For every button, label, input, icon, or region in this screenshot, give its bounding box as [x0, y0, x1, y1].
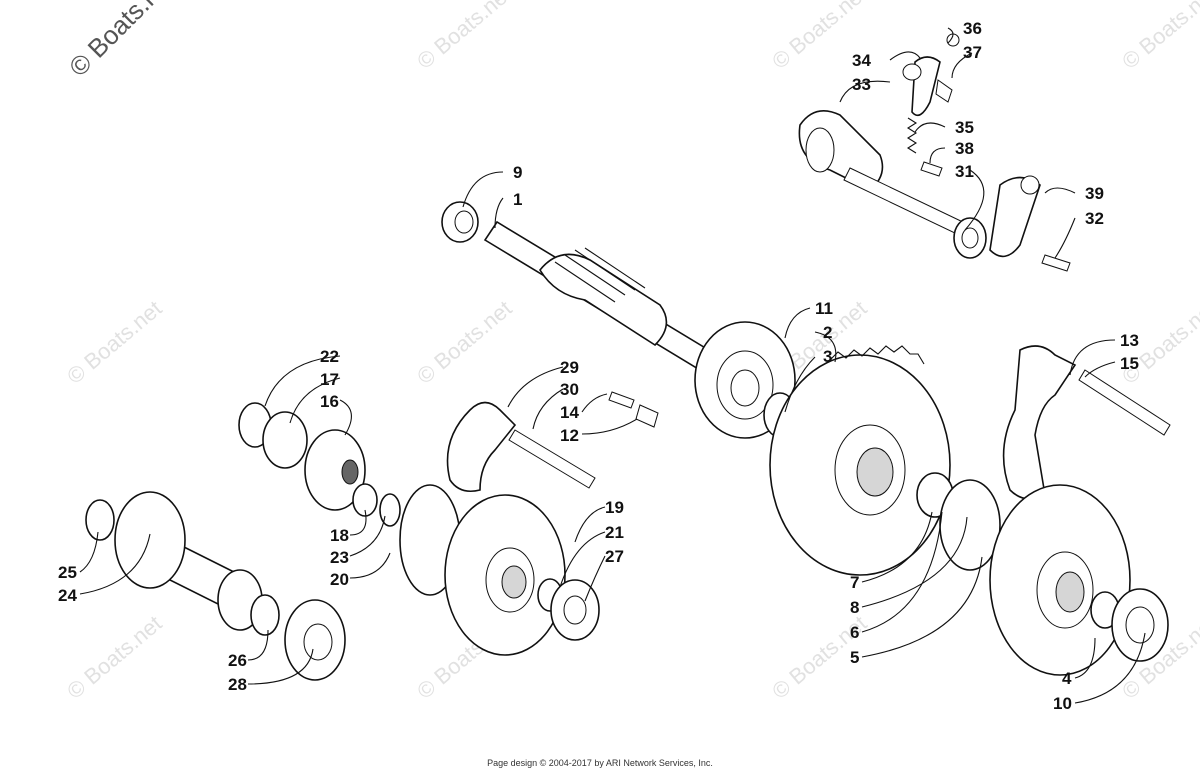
center-left-gear-group — [399, 391, 659, 656]
plate-12 — [635, 404, 659, 428]
callout-1: 1 — [513, 190, 522, 209]
callout-29: 29 — [560, 358, 579, 377]
callout-10: 10 — [1053, 694, 1072, 713]
ring-26 — [250, 594, 280, 636]
gear-2 — [769, 345, 951, 576]
callout-35: 35 — [955, 118, 974, 137]
callout-26: 26 — [228, 651, 247, 670]
dog-7 — [939, 479, 1001, 571]
parts-layer — [85, 33, 1171, 681]
shaft-30 — [508, 429, 596, 489]
bolt-14 — [608, 391, 635, 409]
callout-28: 28 — [228, 675, 247, 694]
callout-15: 15 — [1120, 354, 1139, 373]
callout-27: 27 — [605, 547, 624, 566]
gear-24 — [114, 491, 186, 589]
callout-11: 11 — [815, 299, 833, 318]
callout-3: 3 — [823, 347, 832, 366]
lever-39 — [989, 176, 1041, 258]
watermark: © Boats.net — [62, 611, 166, 704]
callout-38: 38 — [955, 139, 974, 158]
leader-lines — [79, 27, 1146, 704]
pin-38 — [920, 161, 943, 177]
callout-31: 31 — [955, 162, 974, 181]
left-gear-group — [238, 402, 401, 527]
watermark: © Boats.net — [62, 296, 166, 389]
main-shaft — [441, 201, 714, 372]
shift-drum-assembly — [798, 33, 1071, 272]
shaft-15 — [1078, 369, 1171, 436]
callout-17: 17 — [320, 370, 339, 389]
callout-24: 24 — [58, 586, 77, 605]
callout-9: 9 — [513, 163, 522, 182]
callout-34: 34 — [852, 51, 871, 70]
splined-section — [539, 253, 668, 347]
callout-21: 21 — [605, 523, 624, 542]
callout-14: 14 — [560, 403, 579, 422]
callout-19: 19 — [605, 498, 624, 517]
bolt-37 — [935, 79, 953, 103]
gear-16 — [304, 429, 366, 511]
washer-18 — [352, 483, 378, 517]
main-watermark: © Boats.net — [63, 0, 181, 82]
callout-30: 30 — [560, 380, 579, 399]
circlip-23 — [379, 493, 401, 527]
callout-2: 2 — [823, 323, 832, 342]
callout-33: 33 — [852, 75, 871, 94]
callout-5: 5 — [850, 648, 859, 667]
watermark: © Boats.net — [412, 0, 516, 74]
shift-fork-13 — [1002, 345, 1077, 500]
right-gear-group — [916, 345, 1171, 676]
shift-shaft — [843, 167, 966, 236]
callout-39: 39 — [1085, 184, 1104, 203]
callout-labels: 36 37 34 33 35 38 31 39 32 9 1 11 2 3 13… — [58, 19, 1139, 713]
bolt-32 — [1041, 254, 1071, 272]
cam-face — [805, 127, 835, 173]
counter-shaft — [85, 491, 346, 681]
footer-credit: Page design © 2004-2017 by ARI Network S… — [487, 758, 713, 768]
bearing-17 — [262, 411, 308, 469]
callout-22: 22 — [320, 347, 339, 366]
watermark: © Boats.net — [1117, 0, 1200, 74]
callout-25: 25 — [58, 563, 77, 582]
shift-fork-29 — [446, 401, 517, 493]
callout-16: 16 — [320, 392, 339, 411]
spring-35 — [906, 117, 918, 154]
callout-32: 32 — [1085, 209, 1104, 228]
callout-36: 36 — [963, 19, 982, 38]
callout-23: 23 — [330, 548, 349, 567]
callout-13: 13 — [1120, 331, 1139, 350]
callout-8: 8 — [850, 598, 859, 617]
callout-18: 18 — [330, 526, 349, 545]
callout-12: 12 — [560, 426, 579, 445]
callout-6: 6 — [850, 623, 859, 642]
callout-4: 4 — [1062, 669, 1072, 688]
callout-37: 37 — [963, 43, 982, 62]
callout-7: 7 — [850, 573, 859, 592]
watermark: © Boats.net — [412, 296, 516, 389]
washer-25 — [85, 499, 115, 541]
callout-20: 20 — [330, 570, 349, 589]
